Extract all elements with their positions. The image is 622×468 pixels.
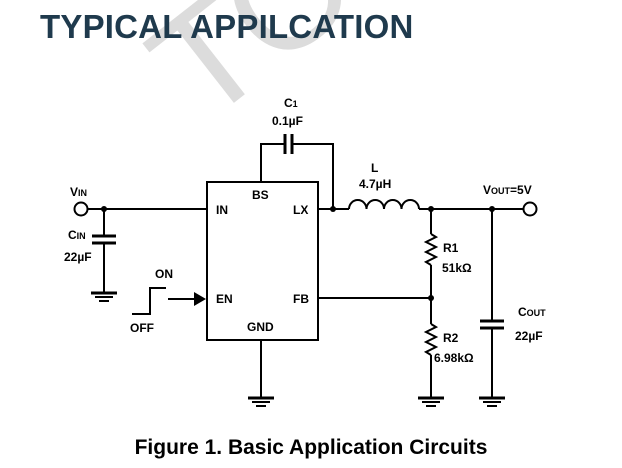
- r1-name: R1: [443, 241, 459, 255]
- r2-value: 6.98kΩ: [434, 351, 474, 365]
- en-on-label: ON: [155, 267, 173, 281]
- r2-name: R2: [443, 331, 459, 345]
- vin-terminal: [73, 201, 89, 217]
- ic-body: [206, 181, 319, 341]
- pin-fb-label: FB: [293, 292, 309, 306]
- c1-value: 0.1µF: [272, 114, 303, 128]
- page-heading: TYPICAL APPILCATION: [40, 8, 414, 45]
- cout-value: 22µF: [515, 329, 543, 343]
- pin-lx-label: LX: [293, 203, 308, 217]
- inductor-l: [348, 199, 420, 210]
- en-off-label: OFF: [130, 321, 154, 335]
- resistor-r2: [423, 323, 439, 356]
- c1-wire-left: [260, 143, 284, 182]
- pin-en-label: EN: [216, 292, 233, 306]
- junction-lx: [330, 206, 336, 212]
- junction-cout: [489, 206, 495, 212]
- junction-fb: [428, 295, 434, 301]
- vin-label: VIN: [70, 185, 87, 199]
- pin-bs-label: BS: [252, 188, 269, 202]
- c1-wire-right: [293, 143, 334, 209]
- figure-caption: Figure 1. Basic Application Circuits: [134, 436, 488, 459]
- pin-gnd-label: GND: [247, 320, 274, 334]
- pin-in-label: IN: [216, 203, 228, 217]
- inductor-value: 4.7µH: [359, 177, 391, 191]
- cin-value: 22µF: [64, 250, 92, 264]
- resistor-r1: [423, 233, 439, 266]
- c1-label: C1: [284, 96, 298, 110]
- vout-terminal: [522, 201, 538, 217]
- cout-label: COUT: [518, 305, 546, 319]
- junction-vout: [428, 206, 434, 212]
- inductor-name: L: [371, 161, 378, 175]
- r1-value: 51kΩ: [442, 261, 472, 275]
- en-step-waveform: [132, 287, 166, 315]
- vout-label: VOUT=5V: [483, 183, 532, 197]
- cin-label: CIN: [68, 228, 86, 242]
- junction-vin: [101, 206, 107, 212]
- en-arrow-head: [194, 292, 206, 306]
